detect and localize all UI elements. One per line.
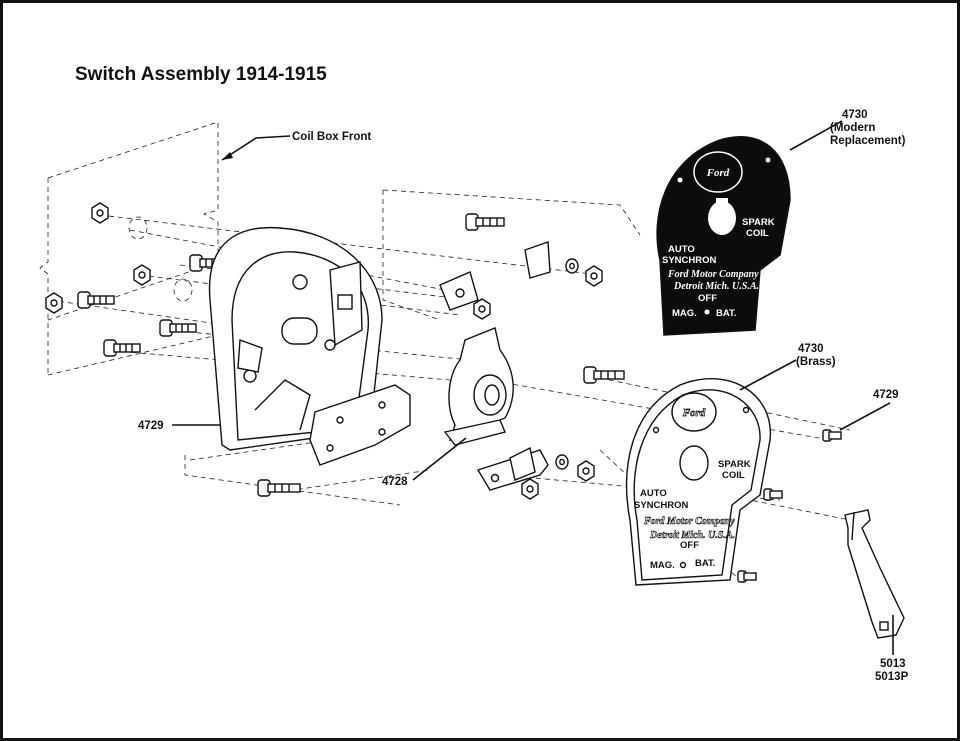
label-4730-modern-line2: (Modern [830,122,875,134]
rotor-4728 [443,327,514,446]
contact-plate [309,384,411,466]
modern-plate-mag: MAG. [672,308,697,319]
brass-plate-city: Detroit Mich. U.S.A. [649,530,735,541]
bolt-3 [159,319,197,337]
label-4729-left: 4729 [138,420,164,432]
screw-right-low [737,570,757,583]
switch-assembly-diagram: Switch Assembly 1914-1915 [39,64,909,683]
label-5013p: 5013P [875,671,909,683]
label-4728: 4728 [382,476,408,488]
label-4730-modern-line3: Replacement) [830,135,906,147]
nut-upper [585,265,603,287]
bolt-5 [257,479,301,497]
modern-plate-company: Ford Motor Company [667,269,759,280]
faceplate-4730-modern: Ford AUTO SYNCHRON SPARK COIL Ford Motor… [656,136,791,336]
washer-1 [128,216,148,240]
label-4730-brass-line2: (Brass) [796,356,836,368]
brass-plate-synchron: SYNCHRON [634,500,689,511]
coil-box-front-outline [39,121,219,376]
modern-plate-brand: Ford [706,167,730,179]
brass-plate-coil: COIL [722,470,745,481]
hex-nut-3 [45,292,63,314]
nut-lower-2 [521,478,539,500]
label-4730-brass-line1: 4730 [798,343,824,355]
brass-plate-off: OFF [680,540,699,551]
modern-plate-auto: AUTO [668,244,695,255]
modern-plate-bat: BAT. [716,308,736,319]
label-4729-right: 4729 [873,389,899,401]
brass-plate-auto: AUTO [640,488,667,499]
label-5013: 5013 [880,658,906,670]
washer-upper [565,258,579,274]
bolt-4 [103,339,141,357]
diagram-title: Switch Assembly 1914-1915 [75,64,327,85]
screw-right-mid [763,488,783,501]
brass-plate-spark: SPARK [718,459,751,470]
modern-plate-off: OFF [698,293,717,304]
switch-key-5013 [844,509,905,639]
washer-2 [173,278,193,302]
brass-plate-bat: BAT. [695,558,715,569]
brass-plate-company: Ford Motor Company [643,516,735,527]
nut-upper-2 [473,298,491,320]
nut-lower [577,460,595,482]
leader-lines [172,120,894,655]
lower-contact-clip [476,446,549,491]
faceplate-4730-brass: Ford AUTO SYNCHRON SPARK COIL Ford Motor… [625,378,771,586]
washer-lower [555,454,569,470]
modern-plate-spark: SPARK [742,217,775,228]
bolt-2 [77,291,115,309]
screw-4729-right [822,429,842,442]
label-coil-box-front: Coil Box Front [292,131,371,143]
screw-middle [583,366,625,384]
screw-upper [465,213,505,231]
switch-housing [208,226,383,451]
upper-contact-clip [439,241,551,311]
modern-plate-synchron: SYNCHRON [662,255,717,266]
label-4730-modern-line1: 4730 [842,109,868,121]
brass-plate-mag: MAG. [650,560,675,571]
modern-plate-coil: COIL [746,228,769,239]
hex-nut-1 [91,202,109,224]
hex-nut-2 [133,264,151,286]
brass-plate-brand: Ford [682,407,706,419]
modern-plate-city: Detroit Mich. U.S.A. [673,281,759,292]
